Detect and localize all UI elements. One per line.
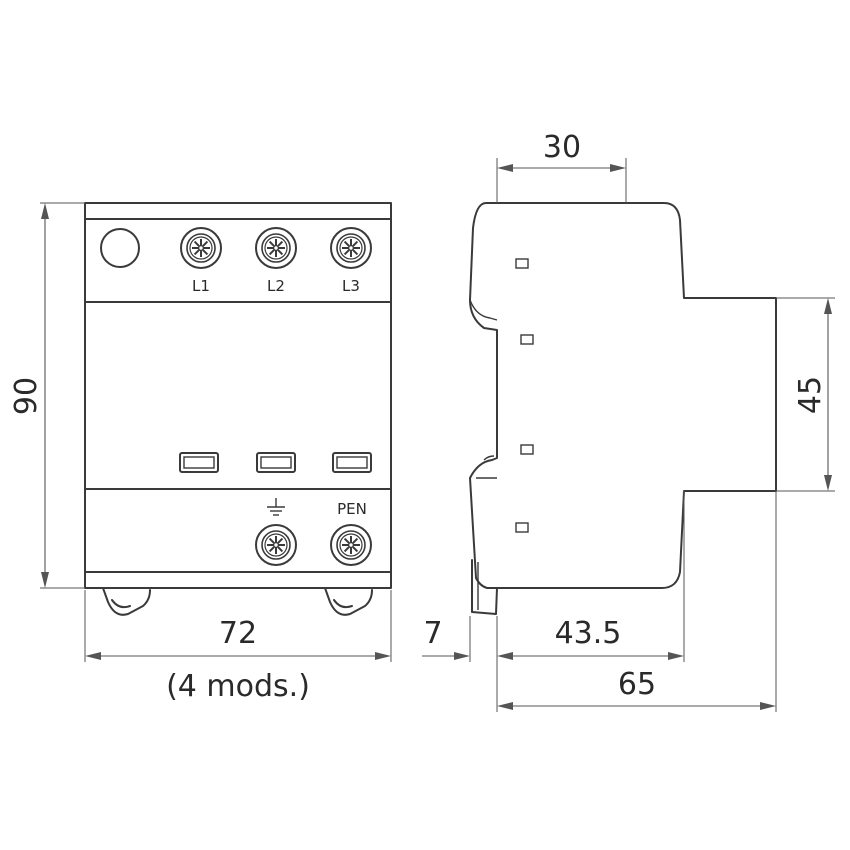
screw-terminal-icon xyxy=(180,227,222,269)
rail-clip-icon xyxy=(102,587,151,616)
dimension-label-body-depth: 43.5 xyxy=(555,616,622,651)
status-indicator-icon xyxy=(100,228,140,268)
vent-slot-icon xyxy=(520,444,534,455)
dimension-body-depth: 43.5 xyxy=(497,491,685,662)
dimension-top-depth: 30 xyxy=(496,130,627,203)
screw-terminal-icon xyxy=(255,227,297,269)
front-housing xyxy=(84,202,392,589)
screw-terminal-icon xyxy=(330,227,372,269)
vent-slot-icon xyxy=(515,258,529,269)
status-window-icon xyxy=(179,452,219,473)
dimension-label-rail-offset: 7 xyxy=(423,616,442,651)
terminal-label-pen: PEN xyxy=(337,500,367,518)
dimension-label-width-note: (4 mods.) xyxy=(166,669,310,704)
dimension-front-height: 45 xyxy=(776,297,835,492)
vent-slot-icon xyxy=(520,334,534,345)
side-rail-clip xyxy=(471,559,498,615)
dimension-height: 90 xyxy=(9,202,85,589)
terminal-label-l1: L1 xyxy=(192,277,210,295)
side-view xyxy=(469,202,777,615)
rail-clip-detail xyxy=(111,599,131,609)
side-upper-latch xyxy=(469,299,498,321)
dimension-label-total-depth: 65 xyxy=(618,667,656,702)
side-latch-detail xyxy=(483,455,495,461)
dimension-width: 72 (4 mods.) xyxy=(84,590,392,704)
vent-slot-icon xyxy=(515,522,529,533)
terminal-label-l3: L3 xyxy=(342,277,360,295)
ground-symbol-icon xyxy=(267,498,285,516)
dimension-label-front-height: 45 xyxy=(793,376,828,414)
screw-terminal-icon xyxy=(330,524,372,566)
rail-clip-detail xyxy=(333,599,353,609)
front-view: L1 L2 L3 PEN xyxy=(84,202,392,616)
status-window-icon xyxy=(332,452,372,473)
dimension-label-width: 72 xyxy=(219,616,257,651)
screw-terminal-icon xyxy=(255,524,297,566)
dimension-label-height: 90 xyxy=(9,377,44,415)
dimension-total-depth: 65 xyxy=(497,491,777,712)
dimension-label-top-depth: 30 xyxy=(543,130,581,165)
terminal-label-l2: L2 xyxy=(267,277,285,295)
dimension-rail-offset: 7 xyxy=(422,616,498,712)
status-window-icon xyxy=(256,452,296,473)
rail-clip-icon xyxy=(324,587,373,616)
